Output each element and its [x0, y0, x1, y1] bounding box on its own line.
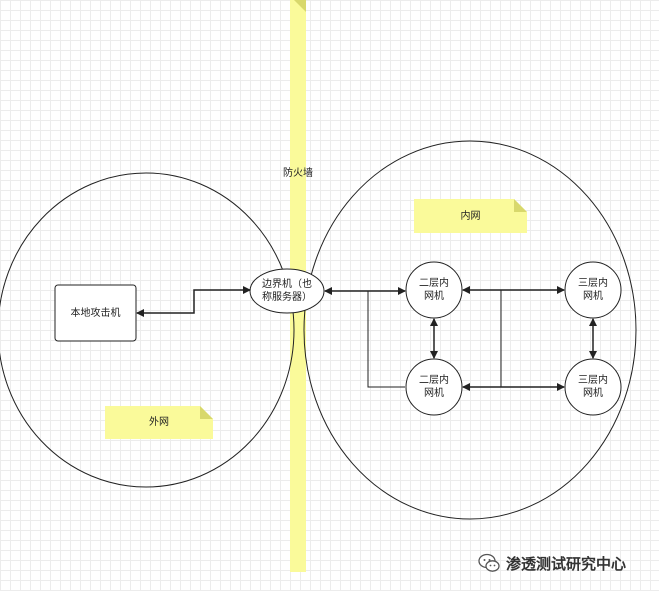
edge-attacker-boundary [136, 286, 251, 317]
inner-network-region [303, 140, 637, 520]
watermark-text: 渗透测试研究中心 [506, 554, 627, 573]
inner-net-note [414, 199, 527, 233]
outer-net-note-fold [200, 406, 213, 419]
layer3-bottom-label: 三层内 网机 [578, 375, 608, 399]
watermark: 渗透测试研究中心 [478, 552, 626, 574]
inner-net-label: 内网 [460, 210, 481, 222]
boundary-label: 边界机（也 称服务器） [262, 279, 312, 303]
layer2-top-label: 二层内 网机 [419, 278, 449, 302]
inner-net-note-fold [514, 199, 527, 212]
outer-net-note [105, 406, 213, 439]
firewall-label: 防火墙 [283, 168, 313, 179]
outer-network-region [0, 172, 295, 488]
layer3-top-label: 三层内 网机 [578, 278, 608, 302]
attacker-label: 本地攻击机 [70, 307, 121, 319]
wechat-icon [478, 552, 500, 574]
firewall-fold [294, 0, 306, 12]
layer3-bottom-node [564, 358, 622, 416]
outer-net-label: 外网 [149, 417, 169, 428]
layer2-bottom-label: 二层内 网机 [419, 375, 449, 399]
edge-branch-layer2bottom [367, 291, 405, 388]
